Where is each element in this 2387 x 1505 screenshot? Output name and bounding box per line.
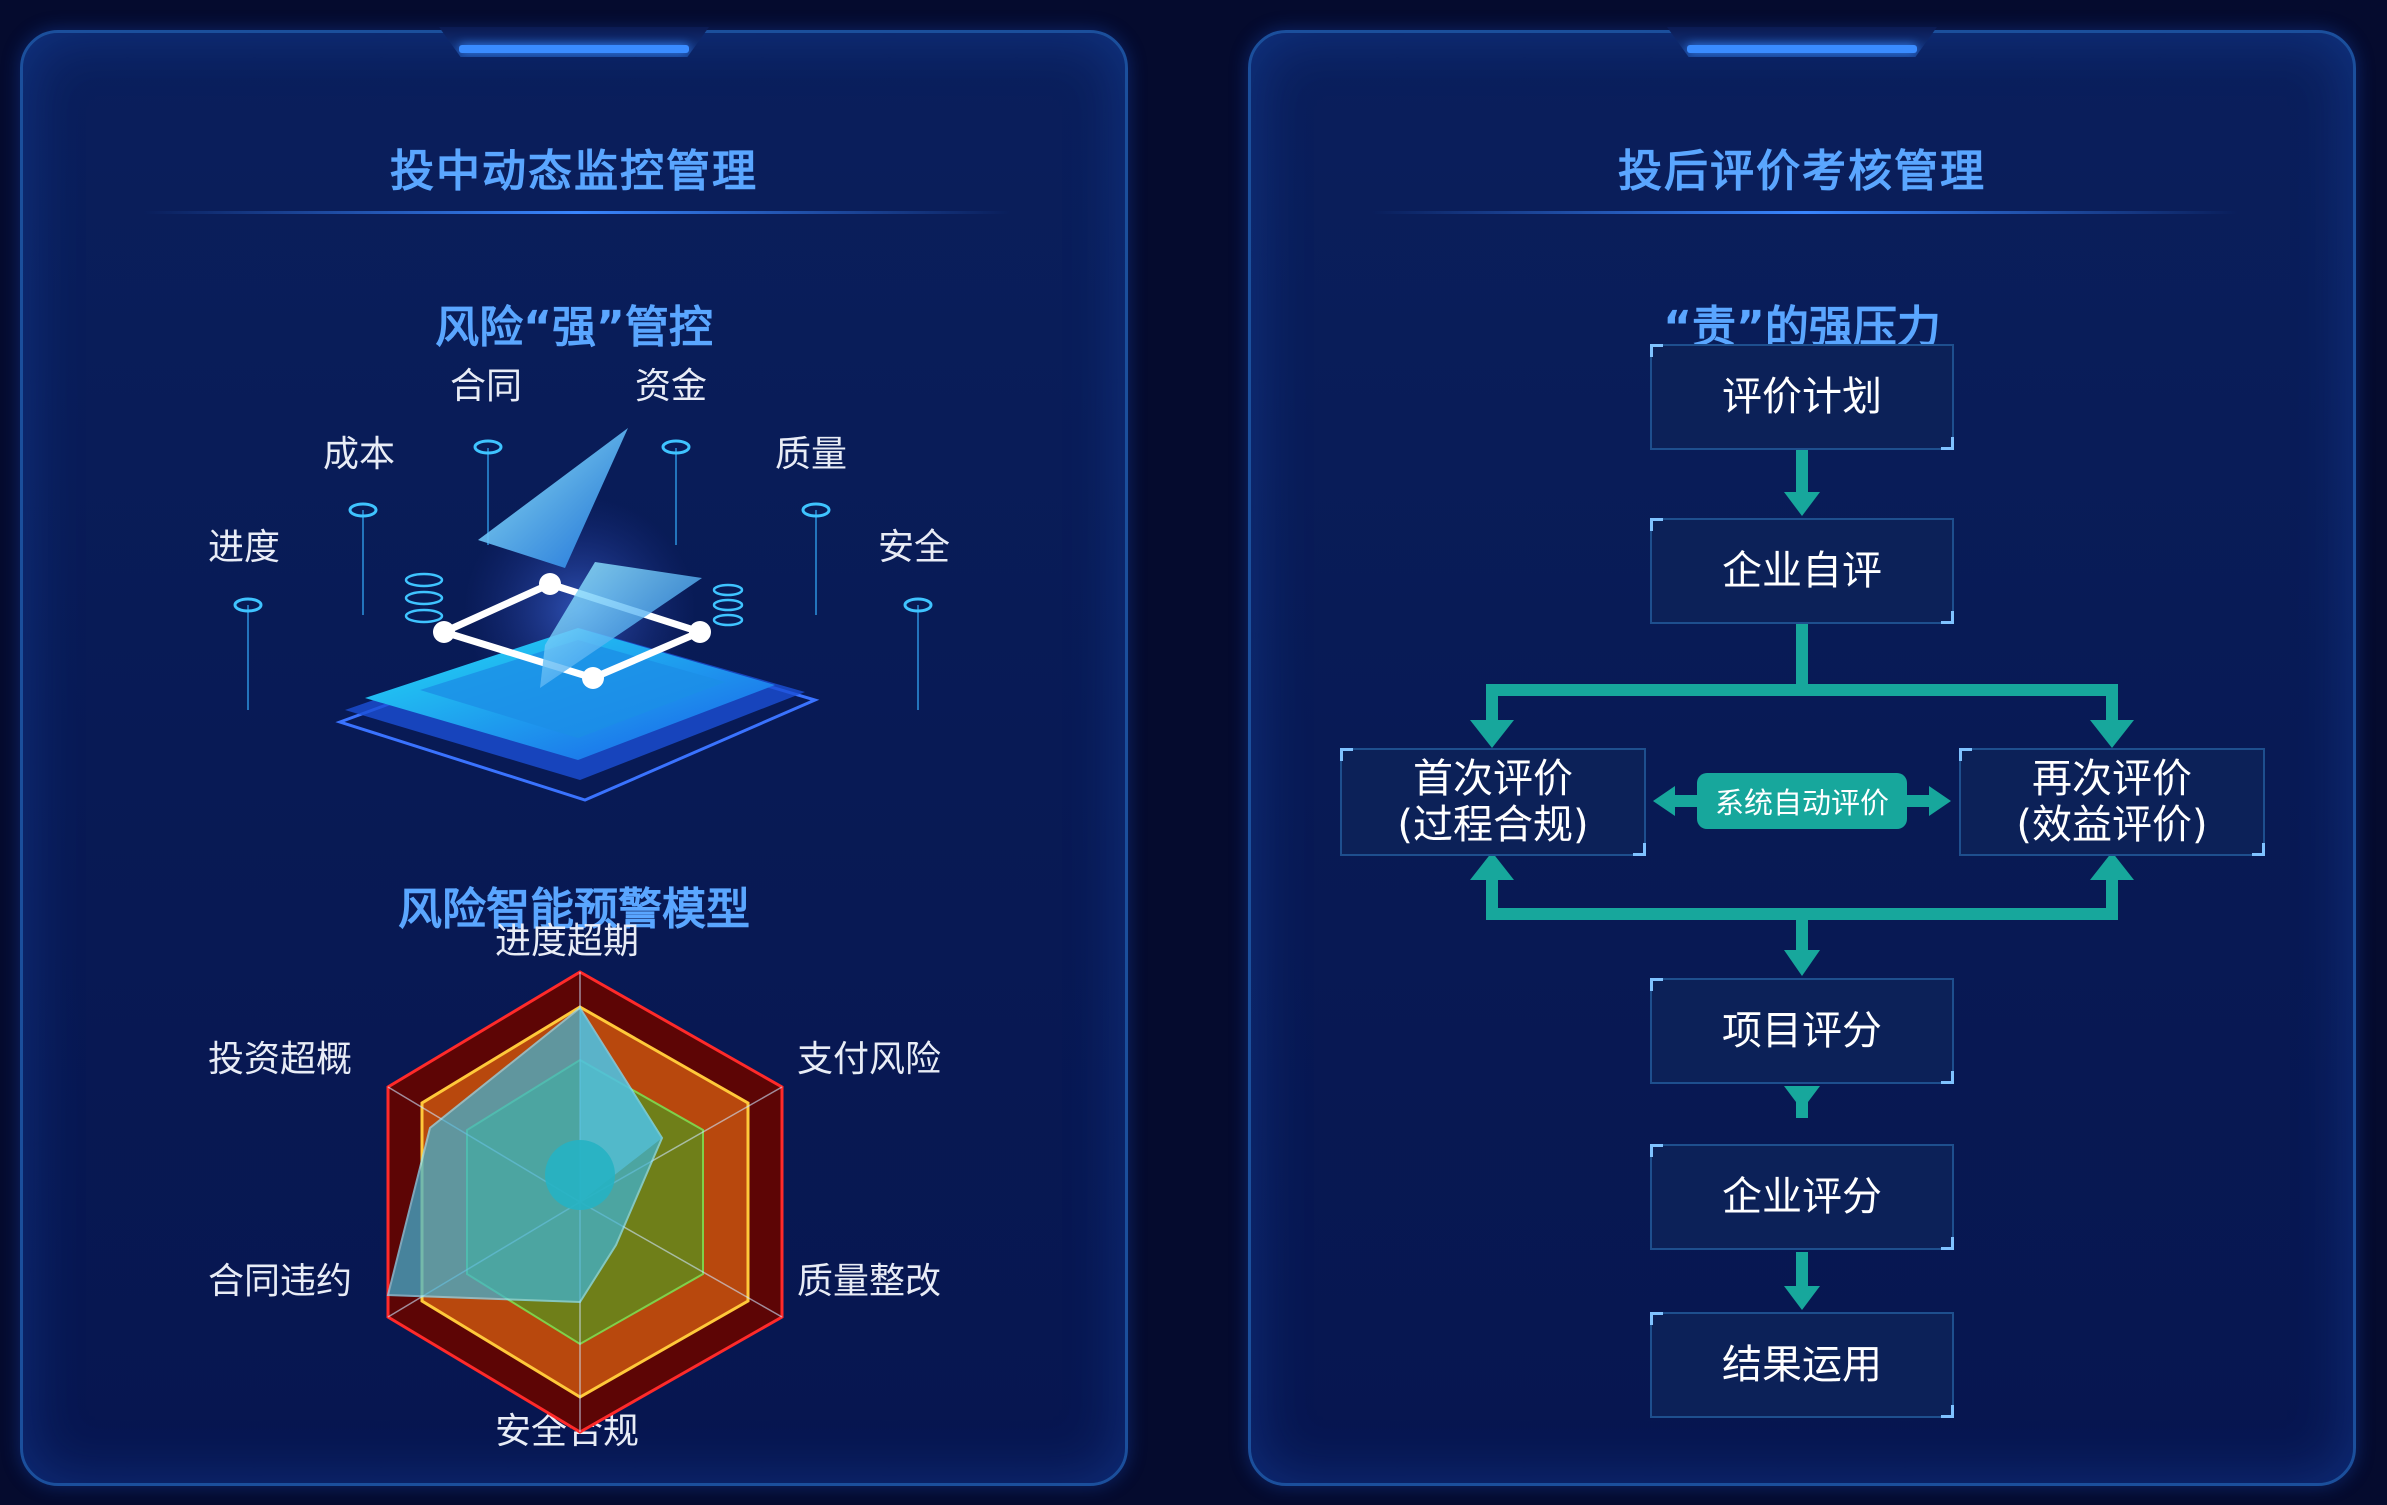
- flow-step-label: 首次评价: [1413, 756, 1573, 802]
- flow-step-project-score: 项目评分: [1650, 978, 1954, 1084]
- panel-title: 投后评价考核管理: [1618, 146, 1986, 197]
- flow-step-self-evaluation: 企业自评: [1650, 518, 1954, 624]
- radar-axis-label: 进度超期: [495, 921, 640, 962]
- risk-factor-label: 合同: [450, 366, 523, 407]
- radar-axis-label: 质量整改: [797, 1261, 942, 1302]
- panel-tab-decoration: [439, 27, 709, 57]
- flow-step-label: 项目评分: [1722, 1008, 1882, 1054]
- risk-control-title: 风险“强”管控: [435, 302, 713, 353]
- title-divider: [1371, 211, 2239, 214]
- radar-axis-label: 合同违约: [208, 1261, 353, 1302]
- system-auto-evaluation-badge: 系统自动评价: [1697, 773, 1907, 829]
- title-divider: [143, 211, 1011, 214]
- radar-axis-label: 投资超概: [208, 1039, 353, 1080]
- risk-factor-label: 进度: [208, 527, 281, 568]
- panel-tab-decoration: [1667, 27, 1937, 57]
- risk-factor-label: 质量: [775, 434, 848, 475]
- flow-step-label: 再次评价: [2032, 756, 2192, 802]
- flow-step-label: 评价计划: [1722, 374, 1882, 420]
- risk-radar-chart: [386, 970, 784, 1434]
- flow-step-label: 企业评分: [1722, 1174, 1882, 1220]
- risk-model-title: 风险智能预警模型: [398, 884, 750, 935]
- panel-title: 投中动态监控管理: [390, 146, 758, 197]
- radar-axis-label: 支付风险: [797, 1039, 942, 1080]
- risk-factor-label: 成本: [323, 434, 396, 475]
- risk-factor-label: 资金: [635, 366, 708, 407]
- risk-isometric-illustration: [233, 428, 933, 802]
- flow-step-enterprise-score: 企业评分: [1650, 1144, 1954, 1250]
- flow-step-first-evaluation: 首次评价 (过程合规): [1340, 748, 1646, 856]
- flow-step-sublabel: (过程合规): [1397, 802, 1589, 848]
- flow-step-label: 结果运用: [1722, 1342, 1882, 1388]
- flow-step-label: 企业自评: [1722, 548, 1882, 594]
- flow-step-sublabel: (效益评价): [2016, 802, 2208, 848]
- flow-step-evaluation-plan: 评价计划: [1650, 344, 1954, 450]
- evaluation-flow-arrowheads: [1470, 492, 2134, 1310]
- flow-step-result-application: 结果运用: [1650, 1312, 1954, 1418]
- risk-factor-label: 安全: [878, 527, 951, 568]
- flow-step-second-evaluation: 再次评价 (效益评价): [1959, 748, 2265, 856]
